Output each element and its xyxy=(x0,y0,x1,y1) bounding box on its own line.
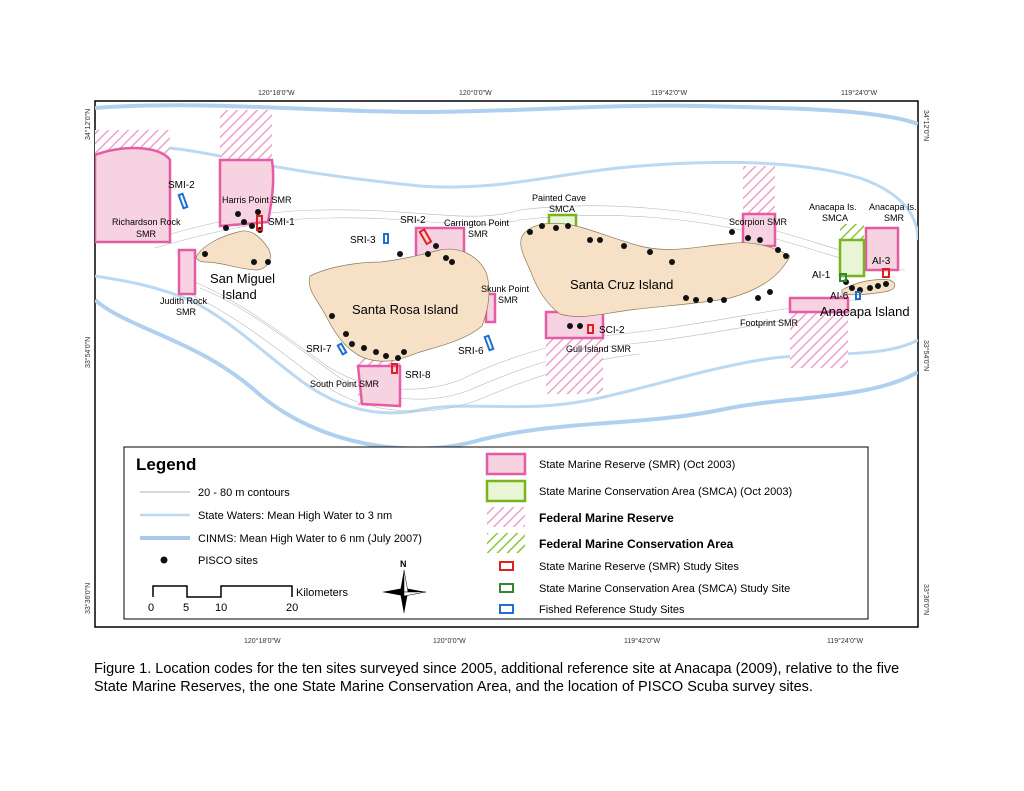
study-sites-fished xyxy=(177,192,861,356)
svg-text:33°54'0"N: 33°54'0"N xyxy=(922,340,930,371)
study-sites-smca xyxy=(839,273,847,282)
svg-text:34°12'0"N: 34°12'0"N xyxy=(84,109,92,140)
svg-text:10: 10 xyxy=(215,602,227,614)
figure-caption: Figure 1. Location codes for the ten sit… xyxy=(94,661,900,695)
site-sri-6: SRI-6 xyxy=(458,346,484,357)
svg-text:119°24'0"W: 119°24'0"W xyxy=(827,637,863,645)
lat-ticks-right: 34°12'0"N 33°54'0"N 33°36'0"N xyxy=(922,110,930,615)
label-carrington-point-smr: SMR xyxy=(468,229,489,239)
label-anacapa-smca-1: Anacapa Is. xyxy=(809,202,857,212)
svg-text:119°42'0"W: 119°42'0"W xyxy=(624,637,660,645)
label-richardson-rock: Richardson Rock xyxy=(112,217,181,227)
legend-state-waters: State Waters: Mean High Water to 3 nm xyxy=(198,510,392,522)
label-gull-island: Gull Island SMR xyxy=(566,344,632,354)
site-smi-1: SMI-1 xyxy=(268,217,295,228)
label-anacapa-smca-2: SMCA xyxy=(822,213,848,223)
label-richardson-rock-smr: SMR xyxy=(136,229,157,239)
scale-bar: Kilometers 0 5 10 20 xyxy=(148,585,348,614)
santa-cruz-island xyxy=(520,222,791,317)
legend-smr: State Marine Reserve (SMR) (Oct 2003) xyxy=(539,459,735,471)
label-skunk-point: Skunk Point xyxy=(481,284,530,294)
legend-federal-conservation: Federal Marine Conservation Area xyxy=(539,537,734,551)
site-ai-1: AI-1 xyxy=(812,270,831,281)
svg-text:34°12'0"N: 34°12'0"N xyxy=(922,110,930,141)
svg-text:5: 5 xyxy=(183,602,189,614)
svg-text:Kilometers: Kilometers xyxy=(296,587,348,599)
legend-smca-study: State Marine Conservation Area (SMCA) St… xyxy=(539,583,790,595)
label-judith-rock: Judith Rock xyxy=(160,296,208,306)
svg-text:120°0'0"W: 120°0'0"W xyxy=(433,637,466,645)
island-label-santa-rosa: Santa Rosa Island xyxy=(352,302,458,317)
site-sri-2: SRI-2 xyxy=(400,215,426,226)
label-harris-point: Harris Point SMR xyxy=(222,195,292,205)
svg-text:33°36'0"N: 33°36'0"N xyxy=(84,583,92,614)
legend-federal-reserve: Federal Marine Reserve xyxy=(539,511,674,525)
svg-text:120°0'0"W: 120°0'0"W xyxy=(459,89,492,97)
lat-ticks-left: 34°12'0"N 33°54'0"N 33°36'0"N xyxy=(84,109,92,614)
site-ai-3: AI-3 xyxy=(872,256,891,267)
site-sci-2: SCI-2 xyxy=(599,325,625,336)
svg-text:N: N xyxy=(400,559,407,569)
island-label-anacapa: Anacapa Island xyxy=(820,304,910,319)
study-sites-smr xyxy=(256,215,890,374)
santa-rosa-island xyxy=(308,248,490,362)
legend-fished-reference: Fished Reference Study Sites xyxy=(539,604,685,616)
site-ai-6: AI-6 xyxy=(830,291,849,302)
label-painted-cave: Painted Cave xyxy=(532,193,586,203)
label-anacapa-smr-2: SMR xyxy=(884,213,905,223)
svg-text:20: 20 xyxy=(286,602,298,614)
legend-smr-study: State Marine Reserve (SMR) Study Sites xyxy=(539,561,739,573)
label-painted-cave-smca: SMCA xyxy=(549,204,575,214)
island-label-san-miguel-1: San Miguel xyxy=(210,271,275,286)
label-anacapa-smr-1: Anacapa Is. xyxy=(869,202,917,212)
label-footprint: Footprint SMR xyxy=(740,318,799,328)
label-scorpion: Scorpion SMR xyxy=(729,217,788,227)
site-sri-8: SRI-8 xyxy=(405,370,431,381)
svg-text:119°42'0"W: 119°42'0"W xyxy=(651,89,687,97)
svg-text:120°18'0"W: 120°18'0"W xyxy=(244,637,281,645)
svg-text:120°18'0"W: 120°18'0"W xyxy=(258,89,295,97)
lon-ticks-bottom: 120°18'0"W 120°0'0"W 119°42'0"W 119°24'0… xyxy=(244,637,863,645)
island-label-san-miguel-2: Island xyxy=(222,287,257,302)
legend: Legend 20 - 80 m contours State Waters: … xyxy=(123,446,869,620)
svg-text:33°54'0"N: 33°54'0"N xyxy=(84,337,92,368)
cinms-boundary xyxy=(95,103,918,451)
label-carrington-point: Carrington Point xyxy=(444,218,510,228)
svg-text:33°36'0"N: 33°36'0"N xyxy=(922,584,930,615)
site-sri-3: SRI-3 xyxy=(350,235,376,246)
island-label-santa-cruz: Santa Cruz Island xyxy=(570,277,673,292)
label-south-point: South Point SMR xyxy=(310,379,380,389)
legend-smca: State Marine Conservation Area (SMCA) (O… xyxy=(539,486,792,498)
islands-land xyxy=(196,222,896,362)
legend-title: Legend xyxy=(136,455,196,474)
federal-conservation-area xyxy=(840,224,864,240)
svg-text:0: 0 xyxy=(148,602,154,614)
legend-contours: 20 - 80 m contours xyxy=(198,487,290,499)
label-skunk-point-smr: SMR xyxy=(498,295,519,305)
label-judith-rock-smr: SMR xyxy=(176,307,197,317)
svg-text:119°24'0"W: 119°24'0"W xyxy=(841,89,877,97)
north-arrow-icon: N xyxy=(382,559,427,614)
site-smi-2: SMI-2 xyxy=(168,180,195,191)
site-sri-7: SRI-7 xyxy=(306,344,332,355)
legend-cinms: CINMS: Mean High Water to 6 nm (July 200… xyxy=(198,533,422,545)
pisco-sites xyxy=(202,209,889,361)
lon-ticks-top: 120°18'0"W 120°0'0"W 119°42'0"W 119°24'0… xyxy=(258,89,877,97)
legend-pisco-sites: PISCO sites xyxy=(198,555,258,567)
